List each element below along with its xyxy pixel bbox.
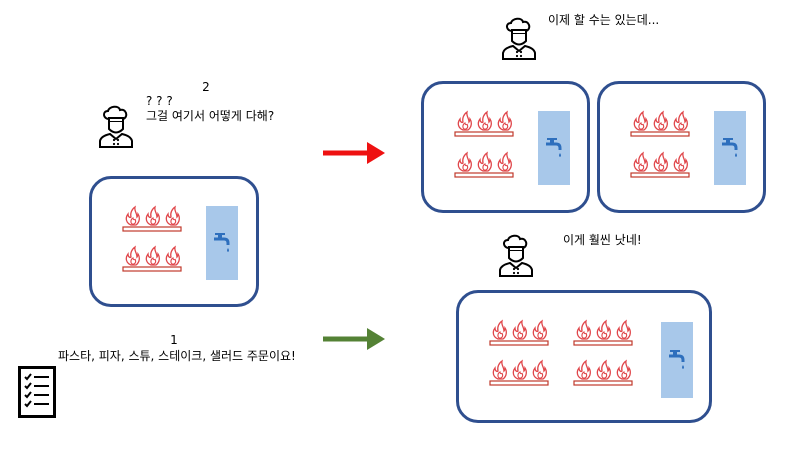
checklist-icon xyxy=(18,366,56,422)
flame-icon xyxy=(490,361,550,387)
faucet-icon xyxy=(720,136,739,159)
chef-icon xyxy=(99,99,133,159)
flame-icon xyxy=(574,361,634,387)
burner xyxy=(490,361,550,391)
flame-icon xyxy=(123,247,183,273)
burner xyxy=(574,361,634,391)
chef-icon xyxy=(502,11,536,71)
question-marks: ? ? ? xyxy=(146,94,173,108)
faucet-icon xyxy=(212,231,231,254)
bottom-right-comment: 이게 훨씬 낫네! xyxy=(563,233,642,247)
burner xyxy=(455,153,515,183)
burner xyxy=(123,247,183,277)
small-kitchen-right xyxy=(597,81,766,213)
large-kitchen xyxy=(456,290,712,423)
faucet-icon xyxy=(544,136,563,159)
flame-icon xyxy=(123,207,183,233)
arrow-right-icon xyxy=(323,326,385,356)
burner xyxy=(123,207,183,237)
flame-icon xyxy=(490,321,550,347)
sink xyxy=(538,111,570,185)
flame-icon xyxy=(631,153,691,179)
flame-icon xyxy=(631,112,691,138)
step1-order-text: 파스타, 피자, 스튜, 스테이크, 샐러드 주문이요! xyxy=(58,349,296,363)
sink xyxy=(661,322,693,398)
burner xyxy=(455,112,515,142)
step2-question-text: 그걸 여기서 어떻게 다해? xyxy=(146,109,275,123)
arrow-right-icon xyxy=(323,140,385,170)
small-kitchen xyxy=(89,176,259,307)
chef-icon xyxy=(499,228,533,288)
flame-icon xyxy=(574,321,634,347)
small-kitchen-left xyxy=(421,81,590,213)
top-right-comment: 이제 할 수는 있는데... xyxy=(548,13,660,27)
burner xyxy=(631,112,691,142)
flame-icon xyxy=(455,153,515,179)
step1-number: 1 xyxy=(170,333,178,347)
burner xyxy=(631,153,691,183)
sink xyxy=(714,111,746,185)
burner xyxy=(574,321,634,351)
faucet-icon xyxy=(667,348,686,371)
burner xyxy=(490,321,550,351)
flame-icon xyxy=(455,112,515,138)
step2-number: 2 xyxy=(202,80,210,94)
sink xyxy=(206,206,238,280)
